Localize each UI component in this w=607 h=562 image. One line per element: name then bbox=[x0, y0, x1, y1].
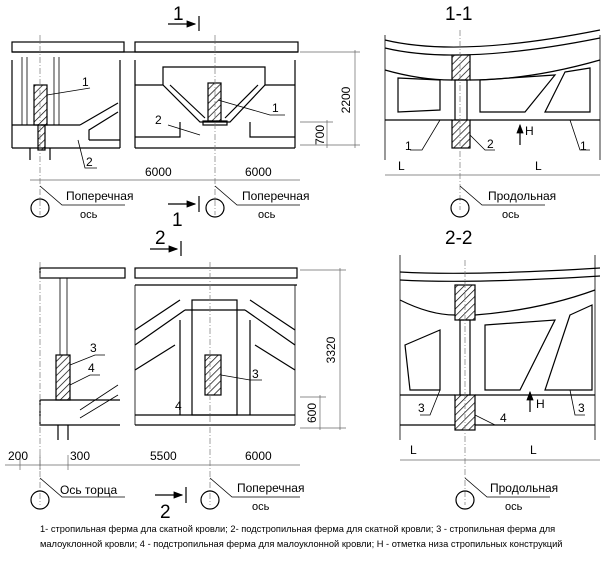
callout-1: 1 bbox=[82, 75, 89, 89]
dim-6000: 6000 bbox=[245, 449, 272, 463]
dim-2200: 2200 bbox=[339, 86, 353, 113]
axis-bubble bbox=[30, 490, 50, 510]
truss-1-section bbox=[33, 84, 48, 126]
callout-3: 3 bbox=[578, 401, 585, 415]
roof-slab bbox=[11, 41, 125, 53]
axis-label: ось bbox=[252, 501, 270, 513]
callout-1: 1 bbox=[580, 139, 587, 153]
dim-300: 300 bbox=[70, 449, 90, 463]
callout-2: 2 bbox=[155, 113, 162, 127]
axis-label: ось bbox=[80, 209, 98, 221]
axis-label: Поперечная bbox=[66, 189, 133, 203]
callout-2: 2 bbox=[86, 155, 93, 169]
bottom-left-elevation: 2 3 4 4 3 3320 600 200 300 5500 6000 bbox=[5, 228, 346, 523]
dim-3320: 3320 bbox=[324, 336, 338, 363]
roof-line bbox=[399, 267, 601, 274]
callout-1: 1 bbox=[405, 139, 412, 153]
top-left-elevation: 1 2 1 2 2200 700 6000 6000 1 1 Поперечна… bbox=[11, 4, 360, 231]
callout-3: 3 bbox=[90, 341, 97, 355]
section-title: 1-1 bbox=[445, 4, 472, 25]
callout-1: 1 bbox=[272, 101, 279, 115]
axis-label: Ось торца bbox=[60, 483, 118, 497]
dim-l: L bbox=[398, 159, 405, 173]
dim-600: 600 bbox=[305, 403, 319, 423]
section-mark-2: 2 bbox=[155, 228, 166, 249]
axis-bubble bbox=[205, 198, 225, 218]
dim-6000: 6000 bbox=[145, 165, 172, 179]
dim-5500: 5500 bbox=[150, 449, 177, 463]
axis-label: Продольная bbox=[488, 189, 556, 203]
axis-bubble bbox=[450, 198, 470, 218]
callout-3: 3 bbox=[418, 401, 425, 415]
axis-label: ось bbox=[502, 209, 520, 221]
roof-slab bbox=[134, 41, 299, 53]
section-mark-1: 1 bbox=[173, 4, 184, 25]
legend-caption: 1- стропильная ферма дла скатной кровли;… bbox=[40, 522, 600, 552]
dim-l: L bbox=[535, 159, 542, 173]
dim-l: L bbox=[530, 443, 537, 457]
axis-label: Продольная bbox=[490, 481, 558, 495]
section-mark-1: 1 bbox=[172, 210, 183, 231]
axis-label: Поперечная bbox=[242, 189, 309, 203]
callout-4: 4 bbox=[500, 411, 507, 425]
section-mark-2: 2 bbox=[160, 502, 171, 523]
axis-bubble bbox=[455, 490, 475, 510]
dim-6000: 6000 bbox=[245, 165, 272, 179]
callout-4: 4 bbox=[88, 361, 95, 375]
section-1-1: 1-1 H 1 2 1 L L Продольная ось bbox=[384, 4, 601, 221]
callout-4: 4 bbox=[175, 399, 182, 413]
section-title: 2-2 bbox=[445, 228, 472, 249]
roof-line bbox=[384, 29, 601, 48]
callout-2: 2 bbox=[487, 137, 494, 151]
caption-line: 1- стропильная ферма дла скатной кровли;… bbox=[40, 524, 556, 534]
mark-h: H bbox=[525, 124, 534, 138]
section-2-2: 2-2 H 3 4 3 L L Продольная ось bbox=[399, 228, 601, 513]
dim-700: 700 bbox=[313, 125, 327, 145]
mark-h: H bbox=[536, 397, 545, 411]
axis-label: ось bbox=[505, 501, 523, 513]
axis-label: Поперечная bbox=[237, 481, 304, 495]
axis-label: ось bbox=[258, 209, 276, 221]
dim-200: 200 bbox=[8, 449, 28, 463]
axis-bubble bbox=[200, 490, 220, 510]
caption-line: малоуклонной кровли; 4 - подстропильная … bbox=[40, 539, 563, 549]
callout-3: 3 bbox=[252, 367, 259, 381]
axis-bubble bbox=[30, 198, 50, 218]
dim-l: L bbox=[410, 443, 417, 457]
